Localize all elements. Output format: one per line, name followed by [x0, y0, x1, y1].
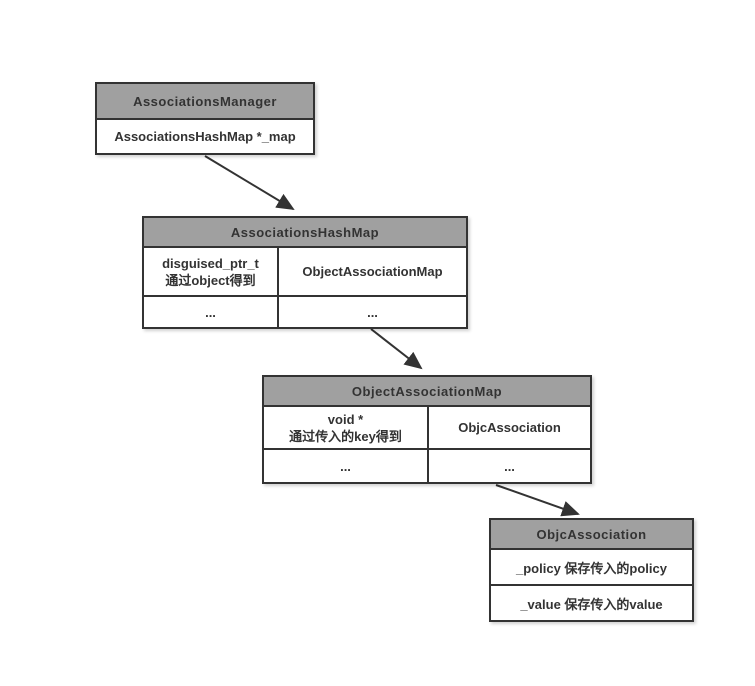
node-object-association-map: ObjectAssociationMap void * 通过传入的key得到 O… — [262, 375, 592, 484]
node-field-map: AssociationsHashMap *_map — [114, 129, 296, 144]
hashmap-value-cell: ObjectAssociationMap — [302, 264, 443, 279]
hashmap-ellipsis-key: ... — [144, 297, 279, 327]
hashmap-ellipsis-value: ... — [367, 304, 378, 320]
arrow-manager-to-hashmap — [204, 155, 295, 211]
hashmap-ellipsis-row: ... ... — [144, 295, 466, 327]
objmap-value-cell: ObjcAssociation — [458, 420, 561, 435]
node-associations-hashmap: AssociationsHashMap disguised_ptr_t 通过ob… — [142, 216, 468, 329]
association-value-field: _value 保存传入的value — [491, 584, 692, 620]
hashmap-key-note: 通过object得到 — [165, 272, 256, 288]
node-title: AssociationsManager — [97, 84, 313, 120]
hashmap-key-type: disguised_ptr_t — [162, 255, 259, 271]
node-objc-association: ObjcAssociation _policy 保存传入的policy _val… — [489, 518, 694, 622]
objmap-key-cell: void * 通过传入的key得到 — [264, 407, 429, 448]
arrow-hashmap-to-objmap — [370, 328, 423, 370]
objmap-entry-row: void * 通过传入的key得到 ObjcAssociation — [264, 407, 590, 448]
node-title: ObjcAssociation — [491, 520, 692, 550]
objmap-ellipsis-row: ... ... — [264, 448, 590, 482]
arrow-objmap-to-association — [495, 484, 580, 517]
hashmap-entry-row: disguised_ptr_t 通过object得到 ObjectAssocia… — [144, 248, 466, 295]
objmap-key-note: 通过传入的key得到 — [289, 428, 402, 444]
node-associations-manager: AssociationsManager AssociationsHashMap … — [95, 82, 315, 155]
objmap-ellipsis-value: ... — [504, 458, 515, 474]
node-title: ObjectAssociationMap — [264, 377, 590, 407]
objmap-ellipsis-key: ... — [264, 450, 429, 482]
objmap-key-type: void * — [327, 411, 364, 427]
node-title: AssociationsHashMap — [144, 218, 466, 248]
association-policy-field: _policy 保存传入的policy — [516, 560, 667, 576]
hashmap-key-cell: disguised_ptr_t 通过object得到 — [144, 248, 279, 295]
